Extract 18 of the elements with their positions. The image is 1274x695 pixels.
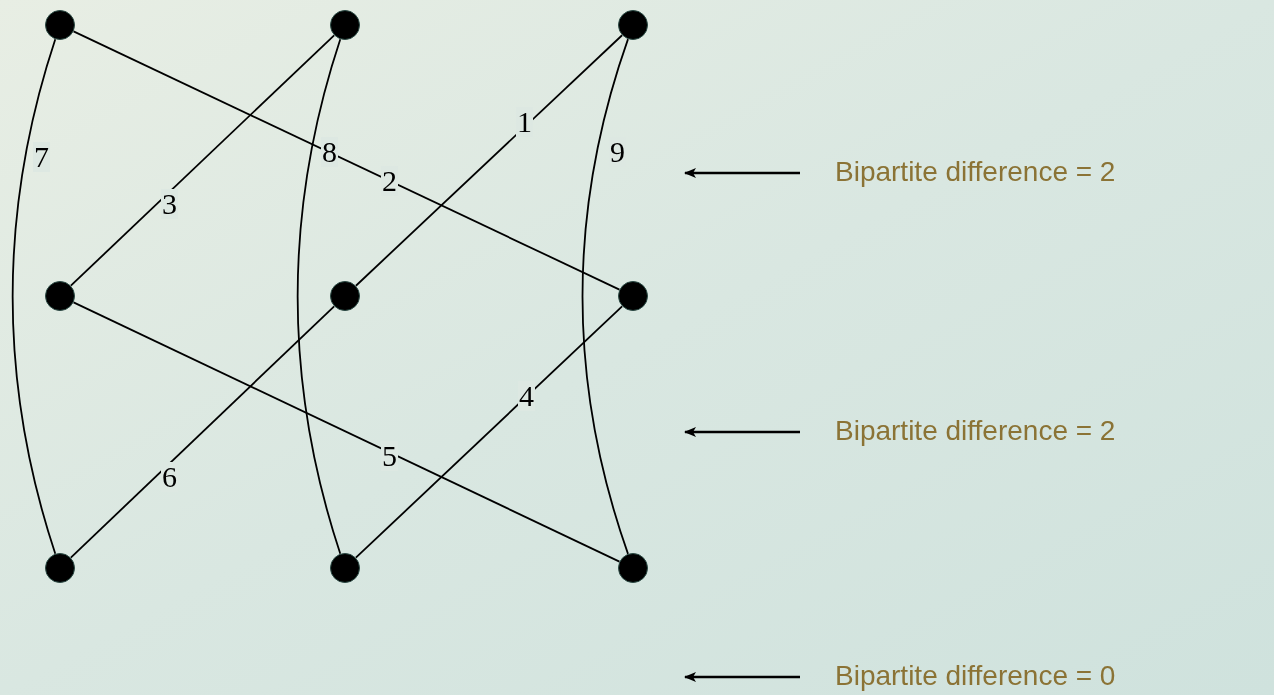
edge-label: 4 [518,381,535,411]
edge-label: 5 [381,441,398,471]
graph-edge [355,34,623,287]
difference-label: Bipartite difference = 2 [835,158,1116,186]
graph-edge [69,305,336,559]
graph-edge [69,34,336,287]
edge-label: 8 [321,137,338,167]
arrow [684,427,800,437]
edge-label: 7 [33,142,50,172]
graph-edge [581,38,629,555]
difference-label: Bipartite difference = 0 [835,662,1116,690]
edge-label: 3 [161,189,178,219]
arrow [684,168,800,178]
graph-edge [355,305,623,559]
graph-edge [296,38,342,555]
arrow [684,672,800,682]
graph-edge [11,38,57,555]
difference-label: Bipartite difference = 2 [835,417,1116,445]
